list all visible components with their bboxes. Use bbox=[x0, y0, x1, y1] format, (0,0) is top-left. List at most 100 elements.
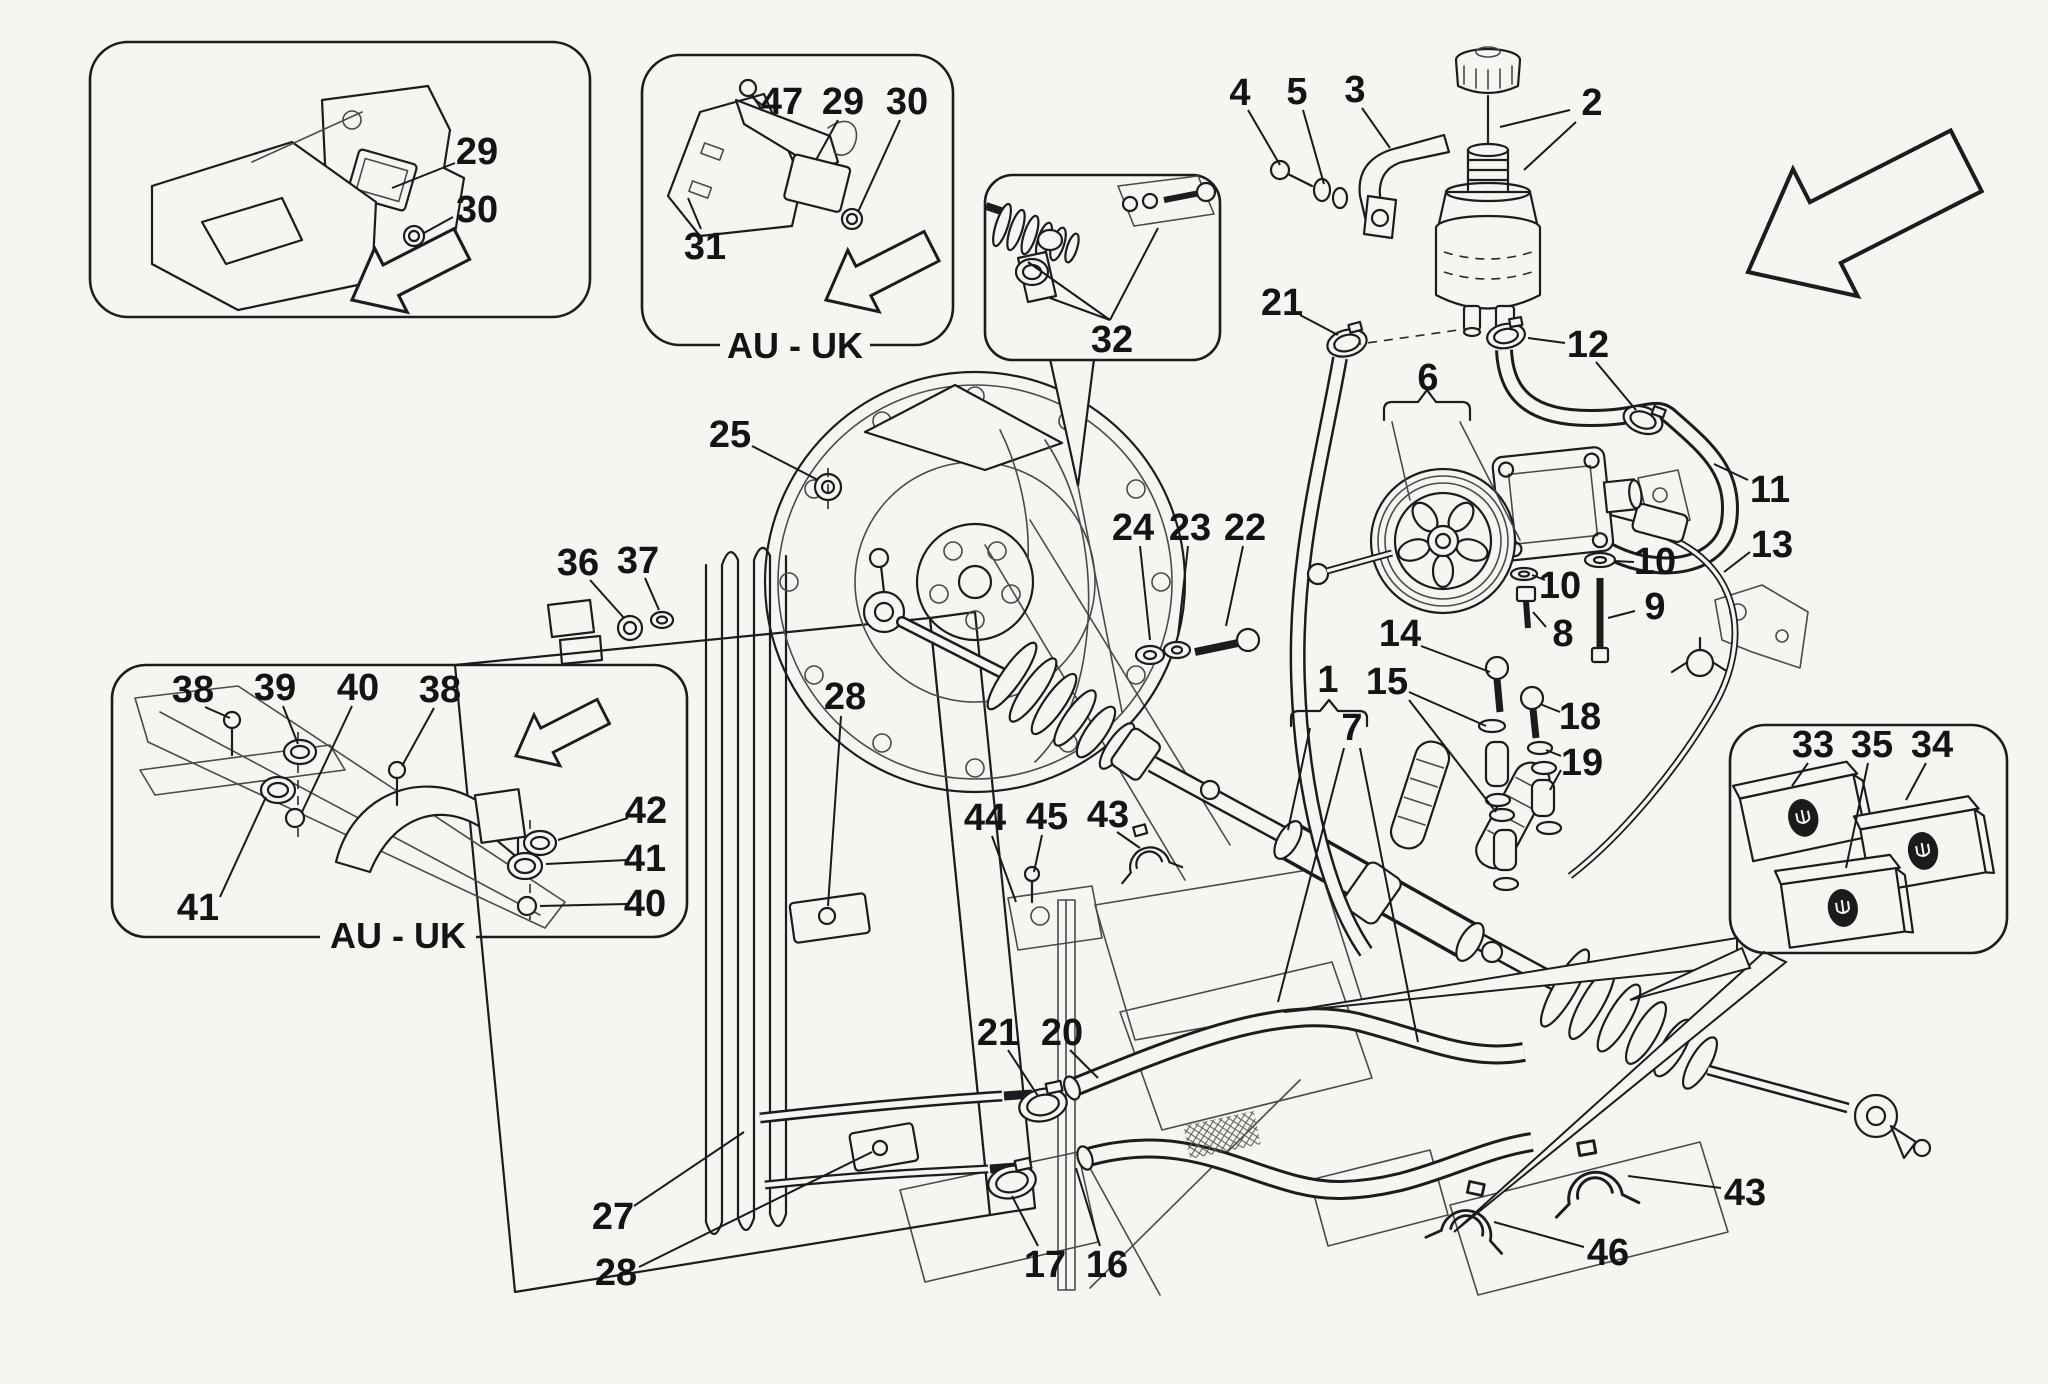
direction-arrow-icon bbox=[1716, 97, 1999, 335]
leader-line-12 bbox=[1527, 337, 1566, 344]
part-label-12: 12 bbox=[1567, 324, 1609, 366]
wing-clip-drawing bbox=[1670, 636, 1730, 678]
part-label-19: 19 bbox=[1561, 742, 1603, 784]
part-label-10-left: 10 bbox=[1539, 565, 1581, 607]
leader-line-2 bbox=[1499, 109, 1571, 128]
leader-line-16 bbox=[1075, 1167, 1101, 1247]
leader-line-19 bbox=[1549, 769, 1562, 791]
part-label-32: 32 bbox=[1091, 319, 1133, 361]
leader-line-10-right bbox=[1613, 560, 1635, 563]
leader-line-15 bbox=[1408, 699, 1497, 813]
part-label-9: 9 bbox=[1644, 586, 1665, 628]
fastener-drawings bbox=[616, 551, 1617, 904]
leader-line-4 bbox=[1247, 109, 1281, 166]
part-label-13: 13 bbox=[1751, 524, 1793, 566]
hose-clamp-21-bottom bbox=[1018, 1079, 1068, 1123]
part-label-31: 31 bbox=[684, 226, 726, 268]
hose-clamp-21-top bbox=[1326, 320, 1368, 358]
part-label-21-bottom: 21 bbox=[977, 1012, 1019, 1054]
part-label-29-box2: 29 bbox=[822, 81, 864, 123]
leader-line-42 bbox=[557, 817, 629, 841]
leader-line-33 bbox=[1791, 762, 1809, 787]
hose-clamp-12a bbox=[1486, 316, 1526, 350]
part-label-10-right: 10 bbox=[1634, 541, 1676, 583]
leader-line-36 bbox=[589, 579, 625, 619]
leader-line-45 bbox=[1033, 834, 1043, 873]
part-label-43-bottom: 43 bbox=[1724, 1172, 1766, 1214]
part-label-38-left: 38 bbox=[172, 669, 214, 711]
part-label-23: 23 bbox=[1169, 507, 1211, 549]
leader-line-3 bbox=[1361, 107, 1391, 149]
leader-line-44 bbox=[991, 835, 1017, 903]
leader-line-30-box1 bbox=[423, 216, 454, 234]
part-label-14: 14 bbox=[1379, 613, 1421, 655]
part-label-33: 33 bbox=[1792, 724, 1834, 766]
part-label-28-bottom: 28 bbox=[595, 1252, 637, 1294]
leader-line-46 bbox=[1493, 1221, 1585, 1248]
leader-line-14 bbox=[1420, 645, 1491, 673]
part-label-34: 34 bbox=[1911, 724, 1953, 766]
leader-line-17 bbox=[1011, 1195, 1039, 1247]
leader-line-43-bottom bbox=[1627, 1175, 1722, 1189]
leader-line-32 bbox=[1049, 297, 1111, 321]
part-label-42: 42 bbox=[625, 790, 667, 832]
inset-pedal-bracket bbox=[88, 40, 592, 319]
hose-clamp-12b bbox=[1622, 404, 1667, 436]
part-label-41-left: 41 bbox=[177, 887, 219, 929]
leader-line-32 bbox=[1027, 261, 1111, 321]
part-label-29-box1: 29 bbox=[456, 131, 498, 173]
leader-line-25 bbox=[751, 445, 819, 481]
inset-kit-bags bbox=[1283, 723, 2009, 1233]
leader-line-2 bbox=[1523, 121, 1577, 171]
reservoir-drawing bbox=[1269, 46, 1667, 436]
leader-line-18 bbox=[1539, 703, 1561, 713]
trident-bag-icon bbox=[1773, 852, 1915, 952]
leader-line-34 bbox=[1905, 762, 1927, 801]
leader-line-11 bbox=[1713, 463, 1749, 481]
trident-bag-icon bbox=[1731, 758, 1876, 866]
leader-line-23 bbox=[1177, 545, 1189, 637]
leader-line-30-box2 bbox=[857, 119, 901, 213]
hoses-drawing bbox=[759, 349, 1739, 1201]
part-label-4: 4 bbox=[1229, 72, 1250, 114]
part-label-16: 16 bbox=[1086, 1244, 1128, 1286]
oil-cooler-drawing bbox=[704, 546, 920, 1236]
part-label-47: 47 bbox=[761, 81, 803, 123]
part-label-39: 39 bbox=[254, 667, 296, 709]
part-label-6: 6 bbox=[1417, 357, 1438, 399]
leader-line-15 bbox=[1408, 691, 1487, 727]
radiator-drawing bbox=[453, 598, 1037, 1294]
part-label-40-top: 40 bbox=[337, 667, 379, 709]
direction-arrow-icon bbox=[501, 684, 618, 783]
part-label-20: 20 bbox=[1041, 1012, 1083, 1054]
part-label-27: 27 bbox=[592, 1196, 634, 1238]
leader-line-7 bbox=[1277, 747, 1345, 1003]
leader-line-10-left bbox=[1531, 574, 1546, 581]
part-label-37: 37 bbox=[617, 540, 659, 582]
au-uk-caption-left: AU - UK bbox=[330, 915, 466, 956]
part-label-15: 15 bbox=[1366, 661, 1408, 703]
leader-line-27 bbox=[633, 1131, 745, 1207]
hose-clamp-17 bbox=[987, 1156, 1037, 1200]
part-label-17: 17 bbox=[1024, 1244, 1066, 1286]
au-uk-caption-top: AU - UK bbox=[727, 325, 863, 366]
leader-line-5 bbox=[1302, 109, 1325, 185]
inset-au-uk-bracket bbox=[640, 53, 955, 364]
part-label-25: 25 bbox=[709, 414, 751, 456]
leader-line-24 bbox=[1139, 545, 1151, 641]
inset-au-uk-chassis bbox=[110, 663, 689, 955]
part-label-5: 5 bbox=[1286, 71, 1307, 113]
leader-line-40-top bbox=[301, 705, 353, 813]
part-label-7: 7 bbox=[1341, 707, 1362, 749]
part-label-24: 24 bbox=[1112, 507, 1154, 549]
part-label-22: 22 bbox=[1224, 507, 1266, 549]
steering-rack-drawing bbox=[862, 547, 1932, 1160]
leader-line-32 bbox=[1109, 227, 1159, 321]
leader-line-28-mid bbox=[827, 715, 842, 907]
leader-line-37 bbox=[644, 577, 660, 611]
leader-line-8 bbox=[1532, 611, 1547, 628]
part-label-28-mid: 28 bbox=[824, 676, 866, 718]
